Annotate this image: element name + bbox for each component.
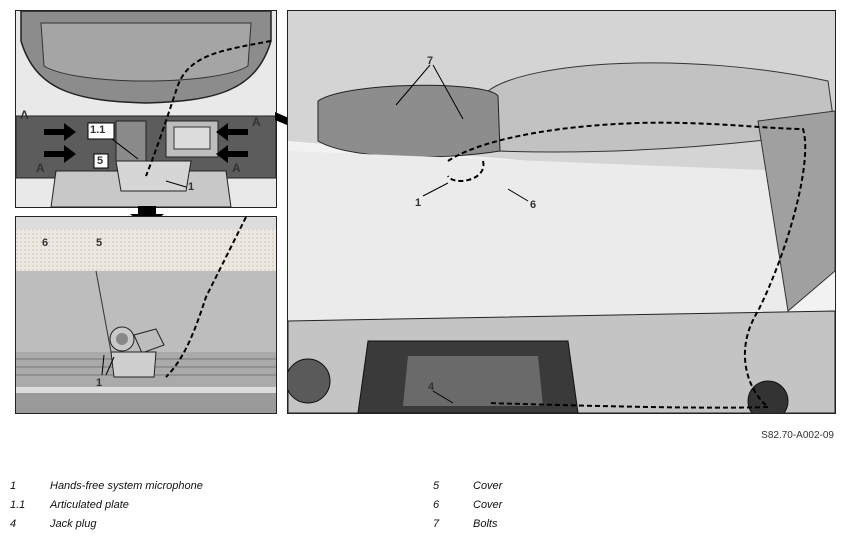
microphone-closeup-illustration — [16, 217, 276, 413]
view-arrow-label-a-top-right: A — [252, 115, 261, 129]
legend-number: 7 — [433, 518, 440, 530]
callout-jack-plug: 4 — [428, 381, 435, 393]
legend-number: 1 — [10, 480, 17, 492]
legend-text: Articulated plate — [50, 499, 129, 511]
callout-microphone: 1 — [188, 181, 195, 193]
overhead-console-illustration — [16, 11, 276, 207]
callout-microphone: 1 — [96, 377, 103, 389]
legend-number: 1.1 — [10, 499, 26, 511]
legend-number: 4 — [10, 518, 17, 530]
legend-text: Cover — [473, 480, 503, 492]
overhead-console-detail-panel: A A A A 1.1 5 1 — [15, 10, 277, 208]
vehicle-interior-panel: 7 1 6 4 — [287, 10, 836, 414]
callout-microphone: 1 — [415, 197, 422, 209]
view-arrow-label-a-bottom-right: A — [232, 161, 241, 175]
callout-cover-5: 5 — [96, 237, 103, 249]
legend-number: 5 — [433, 480, 440, 492]
vehicle-interior-illustration — [288, 11, 835, 413]
view-arrow-label-a-top-left: A — [20, 108, 29, 122]
legend-text: Jack plug — [50, 518, 97, 530]
callout-cover-6: 6 — [42, 237, 49, 249]
microphone-closeup-panel: 6 5 1 — [15, 216, 277, 414]
figure-reference: S82.70-A002-09 — [761, 430, 834, 441]
legend-text: Bolts — [473, 518, 498, 530]
callout-articulated-plate: 1.1 — [90, 124, 106, 136]
callout-cover-5: 5 — [97, 155, 104, 167]
legend-text: Hands-free system microphone — [50, 480, 203, 492]
callout-cover-6: 6 — [530, 199, 537, 211]
callout-bolts: 7 — [427, 55, 434, 67]
legend-number: 6 — [433, 499, 440, 511]
legend-text: Cover — [473, 499, 503, 511]
view-arrow-label-a-bottom-left: A — [36, 161, 45, 175]
